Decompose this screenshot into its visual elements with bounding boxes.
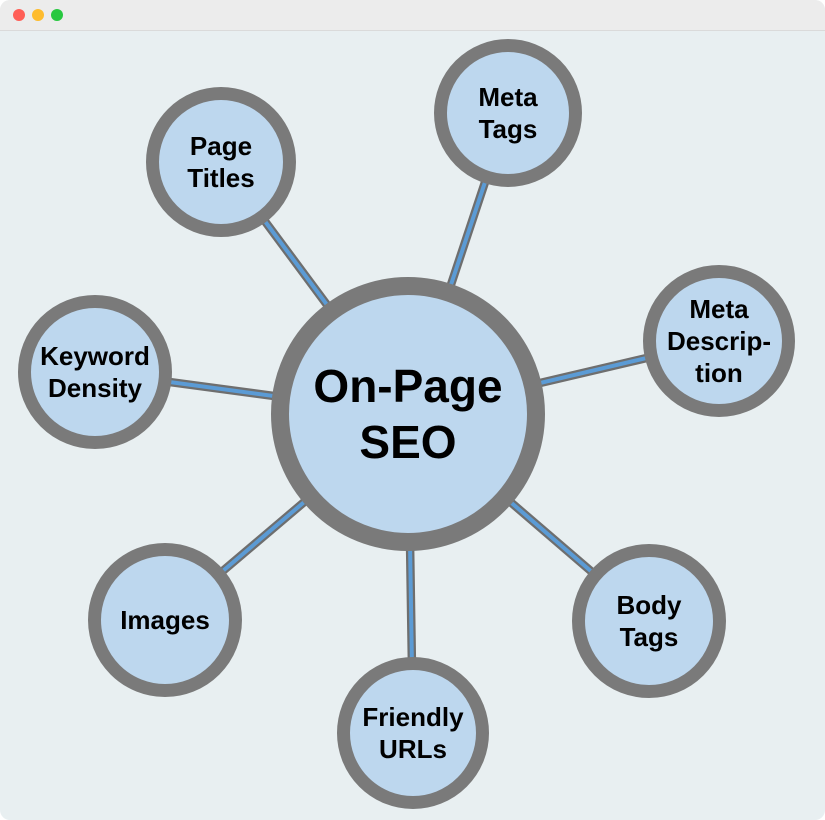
node-meta-description-label: Descrip-: [666, 326, 772, 356]
minimize-button[interactable]: [32, 9, 44, 21]
node-page-titles-label: Page: [189, 131, 253, 161]
traffic-lights: [13, 9, 63, 21]
node-keyword-density-label: Keyword: [40, 341, 150, 371]
node-body-tags-label: Body: [616, 590, 682, 620]
node-meta-tags-label: Meta: [478, 82, 538, 112]
node-on-page-seo-label: SEO: [359, 416, 457, 468]
zoom-button[interactable]: [51, 9, 63, 21]
node-meta-tags-label: Tags: [478, 114, 538, 144]
node-page-titles-label: Titles: [187, 163, 255, 193]
node-friendly-urls-label: URLs: [379, 734, 447, 764]
node-body-tags-label: Tags: [619, 622, 679, 652]
node-images: Images: [88, 543, 242, 697]
node-images-label: Images: [120, 605, 210, 635]
node-meta-description-label: tion: [695, 358, 743, 388]
node-friendly-urls-label: Friendly: [362, 702, 464, 732]
close-button[interactable]: [13, 9, 25, 21]
node-keyword-density-label: Density: [48, 373, 142, 403]
window-titlebar: [0, 0, 825, 31]
node-on-page-seo-label: On-Page: [313, 360, 503, 412]
node-meta-description-label: Meta: [689, 294, 749, 324]
